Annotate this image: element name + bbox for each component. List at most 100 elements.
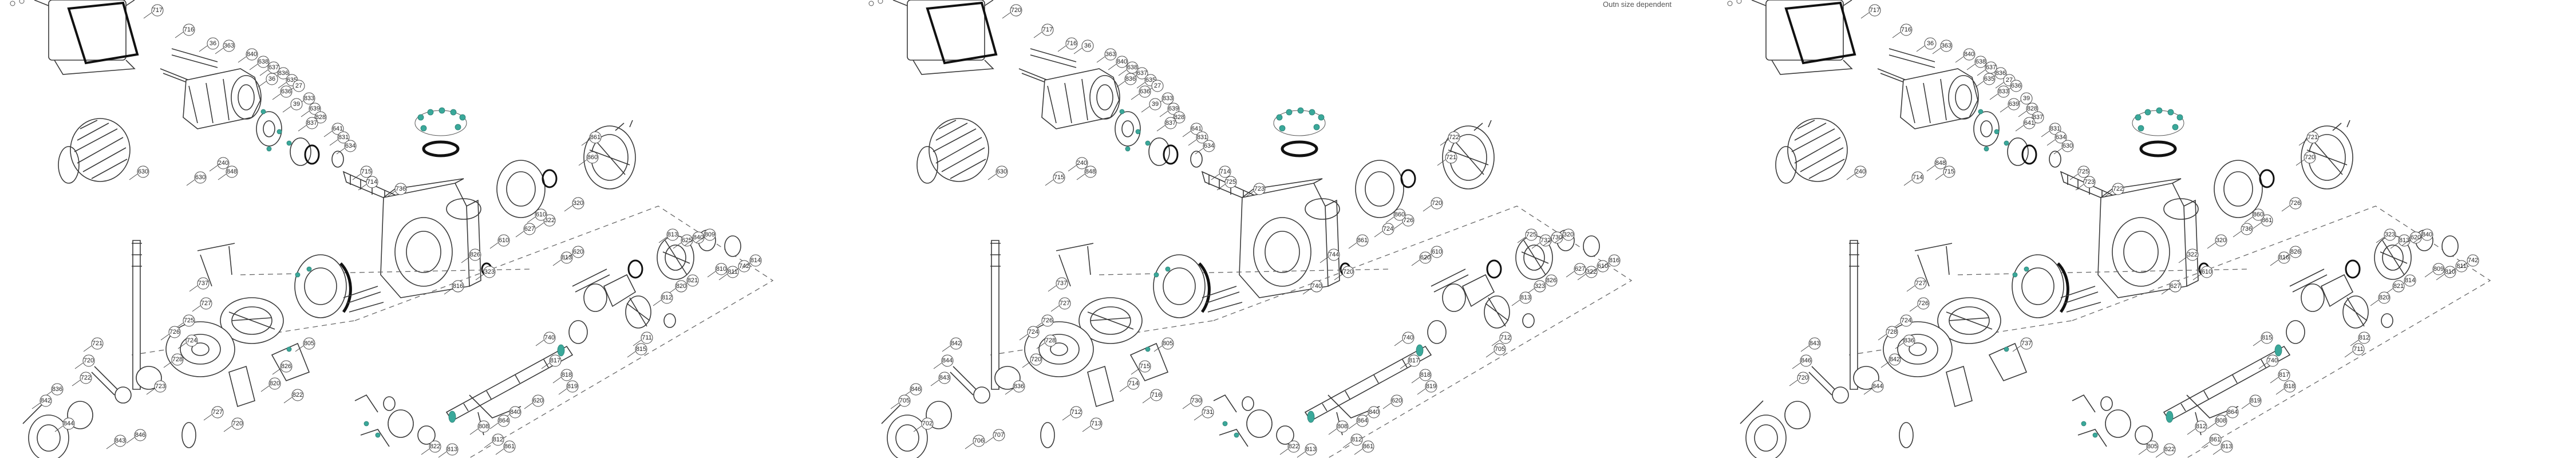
callout-leader — [461, 256, 470, 263]
part-callout: 707 — [985, 429, 1005, 444]
part-number-label: 716 — [1066, 40, 1077, 47]
callout-leader — [301, 110, 310, 117]
callout-bubble — [1597, 260, 1609, 273]
part-callout: 610 — [2192, 266, 2213, 281]
part-number-label: 815 — [2262, 334, 2272, 341]
callout-bubble — [1253, 183, 1266, 195]
callout-bubble — [303, 337, 315, 350]
callout-bubble — [1382, 223, 1394, 235]
part-number-label: 720 — [2305, 154, 2315, 161]
callout-leader — [2187, 428, 2196, 435]
part-number-label: 726 — [169, 329, 180, 335]
part-number-label: 817 — [550, 357, 560, 364]
part-number-label: 717 — [1870, 7, 1880, 14]
callout-leader — [2241, 402, 2250, 409]
callout-leader — [177, 342, 187, 349]
callout-bubble — [2163, 443, 2176, 456]
part-number-label: 714 — [1913, 174, 1923, 181]
part-callout: 813 — [438, 443, 459, 458]
part-number-label: 726 — [1918, 300, 1929, 307]
callout-bubble — [1056, 277, 1068, 290]
part-number-label: 725 — [1526, 231, 1536, 238]
callout-leader — [1878, 334, 1887, 341]
callout-leader — [1036, 342, 1045, 349]
part-number-label: 736 — [2242, 226, 2252, 232]
callout-bubble — [1084, 165, 1097, 178]
part-number-label: 39 — [2023, 95, 2030, 102]
part-number-label: 714 — [1220, 168, 1230, 175]
callout-leader — [272, 368, 281, 375]
callout-bubble — [2289, 246, 2302, 258]
callout-bubble — [1104, 48, 1117, 61]
part-number-label: 727 — [1915, 280, 1926, 287]
part-number-label: 860 — [1394, 211, 1405, 218]
callout-leader — [1195, 148, 1204, 155]
part-number-label: 836 — [278, 70, 289, 77]
callout-bubble — [2055, 131, 2067, 144]
part-callout: 831 — [329, 131, 350, 146]
callout-leader — [1245, 191, 1254, 198]
callout-leader — [1019, 334, 1028, 341]
callout-bubble — [692, 231, 705, 244]
callout-bubble — [154, 380, 167, 393]
part-callout: 722 — [72, 372, 92, 386]
callout-leader — [1966, 64, 1976, 70]
part-callout: 627 — [515, 223, 536, 238]
part-number-label: 721 — [1446, 154, 1456, 161]
part-callout: 820 — [2370, 291, 2391, 306]
part-callout: 363 — [215, 40, 235, 54]
callout-leader — [535, 339, 544, 346]
callout-leader — [1909, 305, 1918, 312]
callout-bubble — [2289, 197, 2302, 210]
part-number-label: 826 — [281, 363, 291, 370]
callout-bubble — [726, 266, 739, 278]
part-number-label: 630 — [195, 174, 206, 181]
callout-bubble — [1539, 234, 1552, 247]
callout-leader — [1511, 299, 1520, 306]
callout-bubble — [1868, 4, 1881, 17]
callout-leader — [146, 388, 155, 395]
part-callout: 840 — [1955, 48, 1976, 63]
callout-bubble — [183, 314, 195, 327]
callout-leader — [163, 361, 172, 368]
part-callout: 725 — [1517, 228, 1538, 243]
part-number-label: 712 — [1500, 334, 1511, 341]
part-callout: 813 — [2212, 440, 2233, 455]
callout-bubble — [921, 417, 934, 430]
callout-leader — [2244, 216, 2253, 223]
part-number-label: 610 — [499, 237, 509, 244]
part-callout: 840 — [1108, 56, 1128, 70]
part-number-label: 814 — [2405, 277, 2415, 284]
part-number-label: 323 — [484, 269, 495, 275]
callout-bubble — [1190, 123, 1203, 135]
callout-bubble — [1136, 67, 1148, 80]
part-callout: 706 — [965, 435, 985, 449]
callout-bubble — [995, 165, 1008, 178]
part-number-label: 817 — [1409, 357, 1419, 364]
callout-bubble — [194, 171, 207, 184]
callout-leader — [295, 345, 304, 352]
part-number-label: 864 — [1357, 417, 1368, 424]
part-number-label: 836 — [1904, 337, 1914, 344]
part-callout: 240 — [1068, 157, 1088, 172]
callout-bubble — [1808, 337, 1821, 350]
part-number-label: 27 — [1154, 82, 1161, 89]
callout-bubble — [1310, 280, 1323, 293]
part-number-label: 813 — [2222, 443, 2232, 450]
part-number-label: 737 — [198, 280, 208, 287]
part-callout: 813 — [1511, 291, 1532, 306]
callout-bubble — [2432, 263, 2445, 275]
callout-bubble — [2252, 208, 2265, 221]
callout-leader — [1141, 106, 1150, 113]
part-number-label: 322 — [544, 217, 555, 224]
callout-bubble — [1127, 377, 1140, 390]
callout-bubble — [1203, 140, 1215, 152]
callout-bubble — [2352, 343, 2365, 356]
part-number-label: 716 — [1901, 26, 1911, 33]
part-number-label: 36 — [1084, 42, 1091, 49]
part-callout: 39 — [1141, 98, 1161, 113]
callout-leader — [2155, 451, 2164, 458]
callout-leader — [2258, 362, 2267, 369]
